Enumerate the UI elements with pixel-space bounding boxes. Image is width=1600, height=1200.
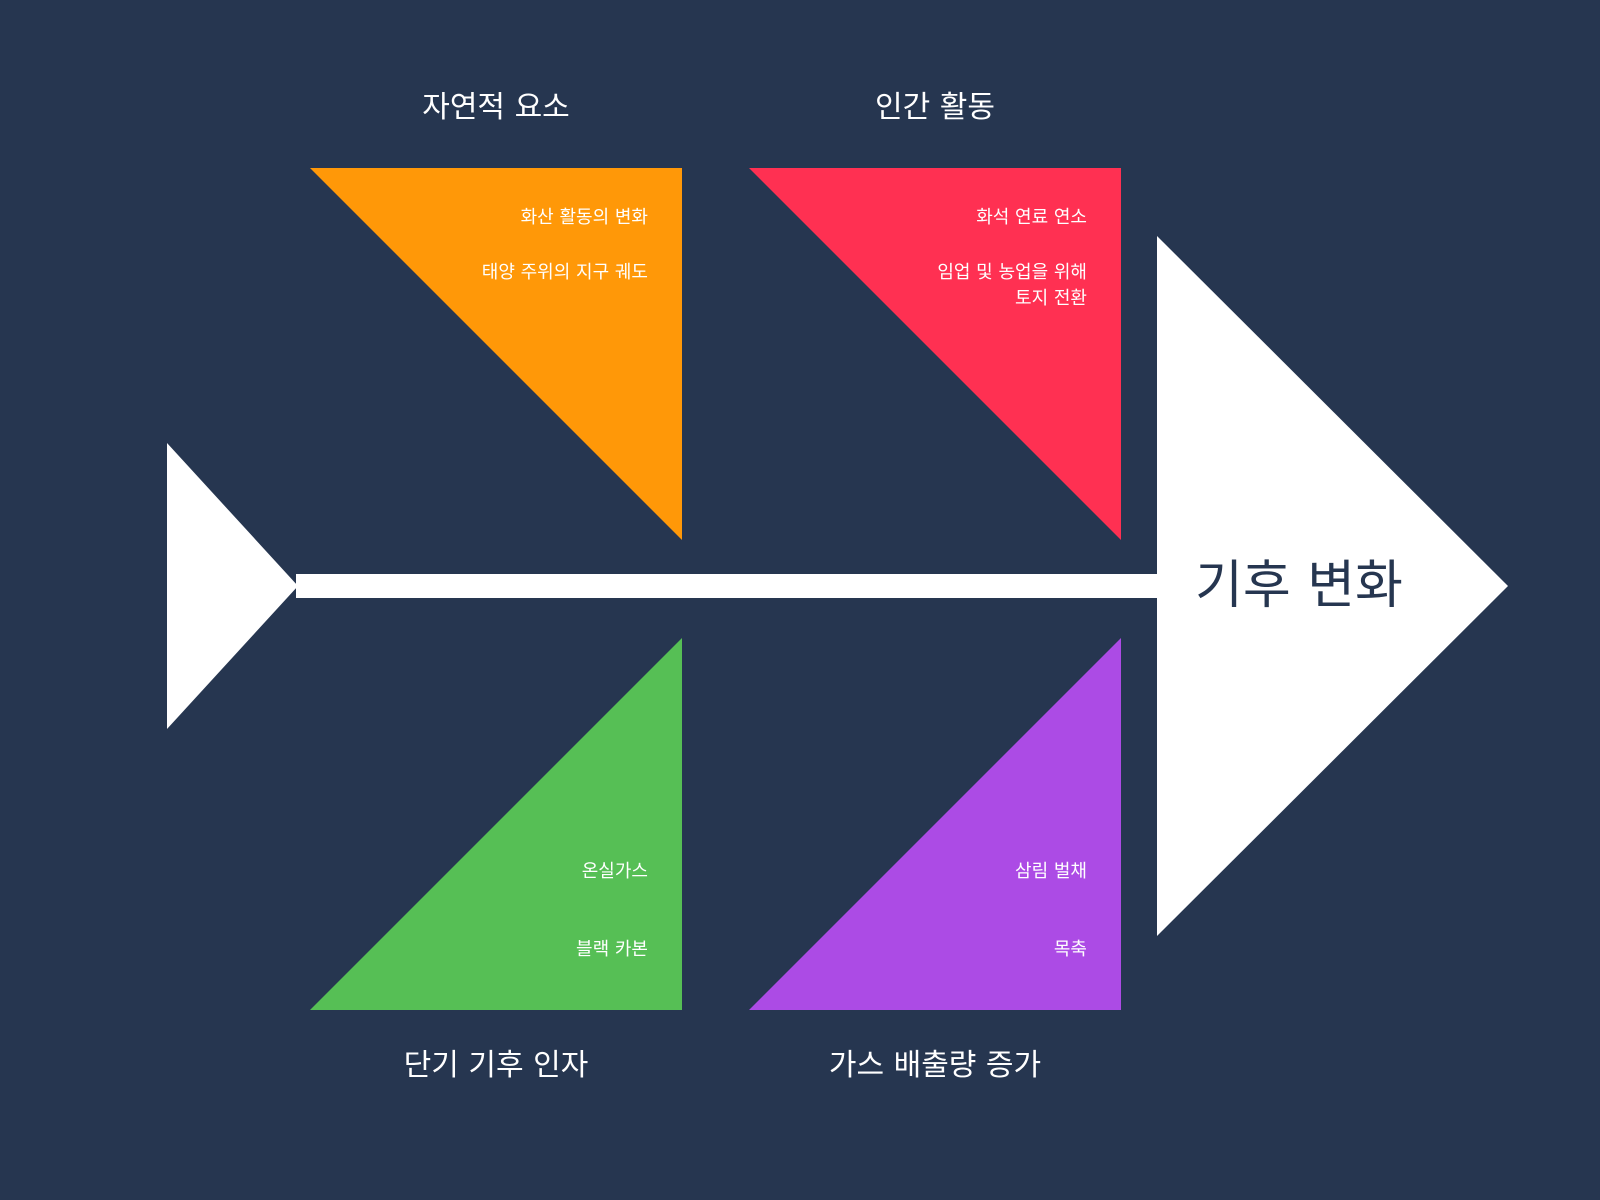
- cause-item: 블랙 카본: [576, 939, 648, 960]
- category-triangle-bottom-right: [749, 638, 1121, 1010]
- cause-item: 태양 주위의 지구 궤도: [481, 262, 648, 283]
- category-label-natural-factors: 자연적 요소: [422, 90, 570, 125]
- effect-label: 기후 변화: [1195, 556, 1403, 616]
- cause-item: 목축: [1053, 939, 1087, 960]
- cause-item: 임업 및 농업을 위해 토지 전환: [937, 262, 1087, 309]
- category-label-short-term-climate-factors: 단기 기후 인자: [403, 1048, 589, 1083]
- fish-tail: [167, 443, 298, 729]
- cause-item: 온실가스: [581, 861, 648, 882]
- category-triangle-bottom-left: [310, 638, 682, 1010]
- cause-item: 화산 활동의 변화: [520, 207, 648, 228]
- fish-head: [1157, 236, 1508, 936]
- category-triangle-top-left: [310, 168, 682, 540]
- category-triangle-top-right: [749, 168, 1121, 540]
- cause-item: 삼림 벌채: [1015, 861, 1087, 882]
- fish-spine: [296, 574, 1161, 598]
- category-label-human-activity: 인간 활동: [875, 90, 995, 125]
- category-label-increased-gas-emissions: 가스 배출량 증가: [828, 1048, 1042, 1083]
- cause-item: 화석 연료 연소: [976, 207, 1087, 228]
